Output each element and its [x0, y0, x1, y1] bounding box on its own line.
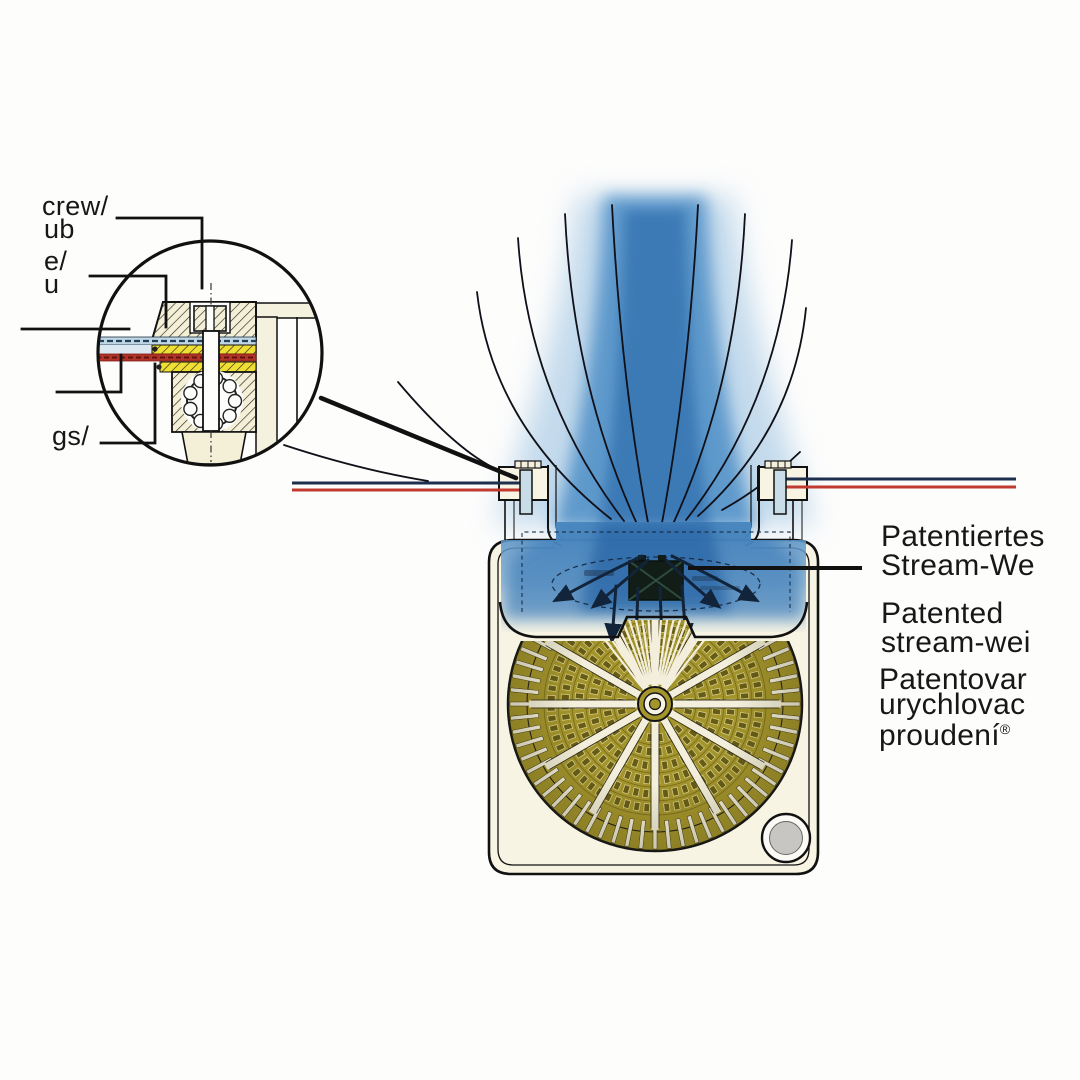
- panel-line-right: [787, 477, 1016, 489]
- callout-czech-line2: urychlovac: [879, 688, 1026, 721]
- inset-label-layer-line2: u: [44, 269, 60, 299]
- callout-german-line1: Patentiertes: [881, 520, 1045, 553]
- inset-label-rings: gs/: [52, 421, 90, 451]
- leader-lines: [20, 216, 204, 445]
- flow-reference-dashes: [521, 531, 791, 612]
- callout-czech-line3: proudení®: [879, 719, 1011, 752]
- callout-czech: Patentovar urychlovac proudení®: [879, 663, 1028, 752]
- inset-screw-shaft: [202, 330, 220, 432]
- inset-label-screw-line1: crew/: [42, 191, 109, 221]
- right-flange: [757, 460, 808, 540]
- callout-czech-line1: Patentovar: [879, 663, 1028, 696]
- inset-flange-block: [150, 301, 257, 341]
- left-flange: [292, 460, 549, 540]
- inset-knurled-nut: [171, 370, 257, 464]
- callout-english-line1: Patented: [881, 597, 1004, 630]
- callout-german-line2: Stream-We: [881, 549, 1035, 582]
- registered-mark: ®: [999, 721, 1011, 737]
- callout-english: Patented stream-wei: [881, 597, 1031, 659]
- magnifier-connector-line: [318, 395, 519, 481]
- magnifier-ring: [96, 239, 324, 467]
- inset-label-layer-line1: e/: [44, 246, 68, 276]
- stream-lines: [283, 204, 807, 529]
- shelf-tray: [498, 601, 809, 639]
- inset-label-screw-line2: ub: [44, 214, 75, 244]
- callout-german: Patentiertes Stream-We: [881, 520, 1045, 582]
- port-circle: [760, 812, 812, 864]
- callout-english-line2: stream-wei: [881, 626, 1031, 659]
